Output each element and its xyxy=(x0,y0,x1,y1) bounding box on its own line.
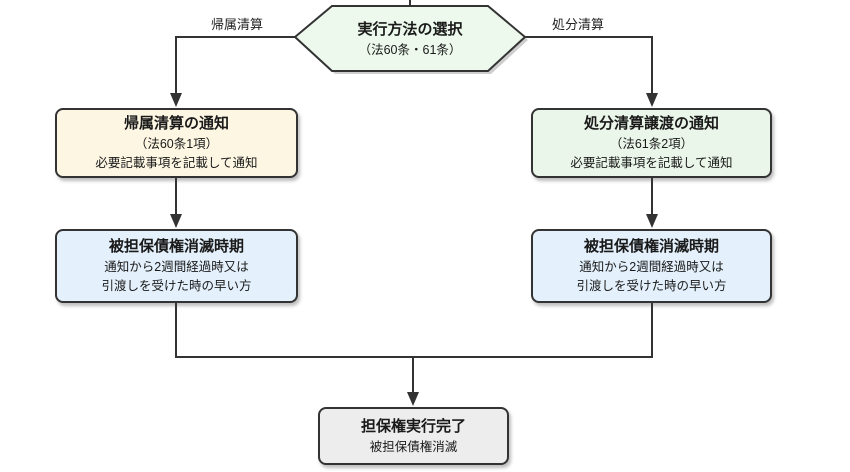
edge-merge-bracket xyxy=(175,303,653,358)
node-title: 処分清算譲渡の通知 xyxy=(583,115,719,133)
node-method-selector: 実行方法の選択 （法60条・61条） xyxy=(320,13,500,65)
node-detail: 必要記載事項を記載して通知 xyxy=(95,155,258,170)
edge-selector-to-right-notice xyxy=(525,36,653,93)
node-subtitle: （法60条・61条） xyxy=(358,42,462,57)
arrowhead-down-icon xyxy=(646,214,658,228)
node-detail: 被担保債権消滅 xyxy=(369,439,458,454)
node-secured-claim-extinction-timing-right: 被担保債権消滅時期 通知から2週間経過時又は 引渡しを受けた時の早い方 xyxy=(531,229,772,303)
node-detail: 引渡しを受けた時の早い方 xyxy=(576,278,727,293)
node-subtitle: （法60条1項） xyxy=(134,137,219,152)
arrowhead-down-icon xyxy=(170,93,182,107)
node-title: 実行方法の選択 xyxy=(357,20,463,38)
node-subtitle: （法61条2項） xyxy=(609,137,694,152)
node-security-execution-complete: 担保権実行完了 被担保債権消滅 xyxy=(318,407,509,465)
node-detail: 引渡しを受けた時の早い方 xyxy=(101,278,252,293)
arrowhead-down-icon xyxy=(407,392,419,406)
edge-label-attribution-liquidation: 帰属清算 xyxy=(211,17,264,32)
arrowhead-down-icon xyxy=(646,93,658,107)
edge-label-disposal-liquidation: 処分清算 xyxy=(552,17,605,32)
arrowhead-down-icon xyxy=(170,214,182,228)
node-title: 帰属清算の通知 xyxy=(123,115,229,133)
node-attribution-liquidation-notice: 帰属清算の通知 （法60条1項） 必要記載事項を記載して通知 xyxy=(55,108,298,178)
node-detail: 通知から2週間経過時又は xyxy=(104,260,249,275)
node-secured-claim-extinction-timing-left: 被担保債権消滅時期 通知から2週間経過時又は 引渡しを受けた時の早い方 xyxy=(55,229,298,303)
node-detail: 通知から2週間経過時又は xyxy=(579,260,724,275)
node-disposal-liquidation-transfer-notice: 処分清算譲渡の通知 （法61条2項） 必要記載事項を記載して通知 xyxy=(531,108,772,178)
node-title: 被担保債権消滅時期 xyxy=(583,238,719,256)
node-detail: 必要記載事項を記載して通知 xyxy=(570,155,733,170)
edge-selector-to-left-notice xyxy=(175,36,295,93)
node-title: 担保権実行完了 xyxy=(360,417,466,435)
node-title: 被担保債権消滅時期 xyxy=(108,238,244,256)
